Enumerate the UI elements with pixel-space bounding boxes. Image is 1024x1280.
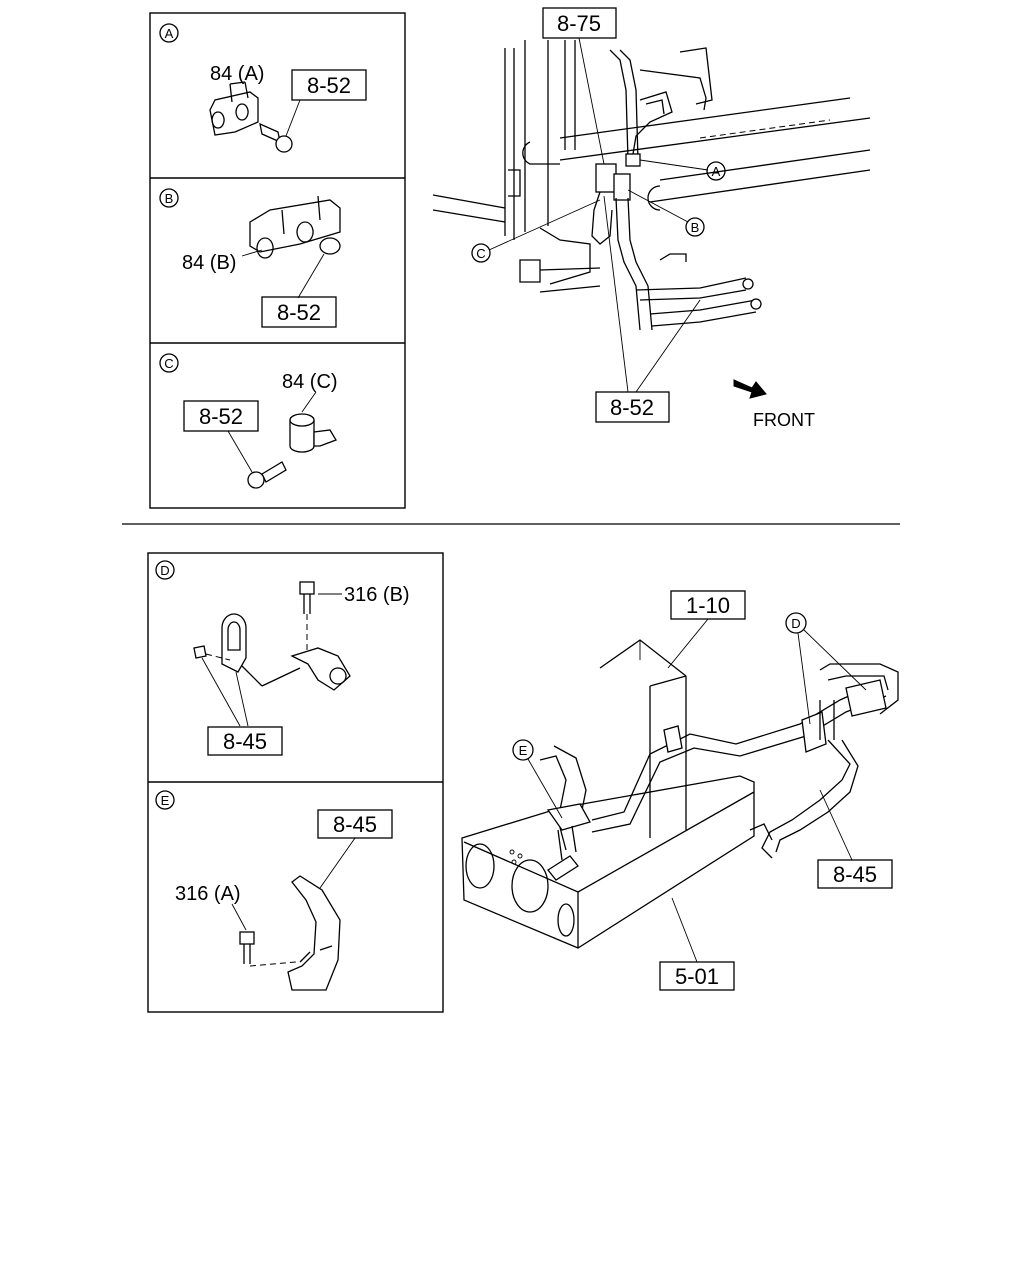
leader-8-52-left: [603, 195, 629, 393]
callout-c-text: C: [476, 246, 485, 261]
leader-1-10: [667, 618, 709, 669]
callout-e-text: E: [519, 743, 528, 758]
detail-d: D 316 (B) 8-45: [155, 560, 410, 756]
callout-c-circle[interactable]: [471, 243, 491, 263]
radiator: [599, 639, 687, 838]
ref-label-8-75: 8-75: [557, 11, 601, 36]
detail-b: B 84 (B) 8-52: [159, 188, 341, 328]
callout-d-text: D: [791, 616, 800, 631]
detail-e-ref-label: 8-45: [333, 812, 377, 837]
detail-b-marker: B: [165, 191, 174, 206]
frame-rail: [559, 97, 871, 211]
detail-b-part-label: 84 (B): [182, 252, 236, 274]
detail-e: E 316 (A) 8-45: [155, 790, 393, 991]
detail-a-ref-label: 8-52: [307, 73, 351, 98]
detail-a-part-label: 84 (A): [210, 63, 264, 85]
leader-a: [639, 159, 709, 171]
detail-d-part-label: 316 (B): [344, 584, 410, 606]
detail-e-part-label: 316 (A): [175, 883, 241, 905]
pipe-bundle: [519, 47, 762, 331]
detail-a-marker: A: [165, 26, 174, 41]
clip-e-drawing: [231, 837, 356, 991]
leader-d-2: [803, 629, 867, 691]
detail-d-marker: D: [160, 563, 169, 578]
callout-b-circle[interactable]: [685, 217, 705, 237]
ref-label-1-10: 1-10: [686, 593, 730, 618]
leader-e: [527, 758, 563, 819]
detail-e-marker: E: [161, 793, 170, 808]
ref-box-8-52[interactable]: [595, 391, 670, 423]
detail-c-marker: C: [164, 356, 173, 371]
ref-box-8-75[interactable]: [542, 7, 617, 39]
callout-e-circle[interactable]: [512, 739, 534, 761]
clip-d-drawing: [193, 581, 351, 727]
callout-b-text: B: [691, 220, 700, 235]
detail-c-ref-label: 8-52: [199, 404, 243, 429]
leader-8-45: [819, 789, 853, 861]
leader-d-1: [797, 632, 811, 725]
hose-assembly: [539, 663, 899, 881]
detail-panel-stack-bottom: [147, 552, 444, 1013]
frame-crossmember: [461, 775, 755, 949]
leader-c: [488, 199, 601, 251]
leader-5-01: [671, 897, 698, 963]
leader-b: [627, 189, 689, 223]
detail-d-ref-box[interactable]: [207, 726, 283, 756]
ref-label-8-52: 8-52: [610, 395, 654, 420]
main-view-top: 8-75 A B C 8-52 FRONT: [432, 7, 871, 430]
detail-c-ref-box[interactable]: [183, 400, 259, 432]
front-label: FRONT: [753, 410, 815, 430]
ref-box-8-45[interactable]: [817, 859, 893, 889]
detail-b-ref-label: 8-52: [277, 300, 321, 325]
ref-label-5-01: 5-01: [675, 964, 719, 989]
detail-d-ref-label: 8-45: [223, 729, 267, 754]
leader-8-75: [578, 37, 605, 165]
main-view-bottom: 1-10 D E 8-45 5-01: [461, 590, 899, 991]
detail-a-ref-box[interactable]: [291, 69, 367, 101]
detail-c-part-label: 84 (C): [282, 371, 338, 393]
detail-panel-stack-top: [149, 12, 406, 509]
ref-label-8-45: 8-45: [833, 862, 877, 887]
detail-c: C 84 (C) 8-52: [159, 353, 338, 489]
callout-a-circle[interactable]: [706, 161, 726, 181]
front-arrow-icon: [733, 379, 767, 399]
clip-b-drawing: [241, 195, 341, 299]
callout-d-circle[interactable]: [785, 612, 807, 634]
cab-structure: [432, 40, 576, 240]
detail-a: A 84 (A) 8-52: [159, 23, 367, 153]
clip-a-drawing: [209, 81, 301, 153]
clip-c-drawing: [227, 391, 337, 489]
callout-a-text: A: [712, 164, 721, 179]
leader-8-52-right: [635, 299, 701, 393]
